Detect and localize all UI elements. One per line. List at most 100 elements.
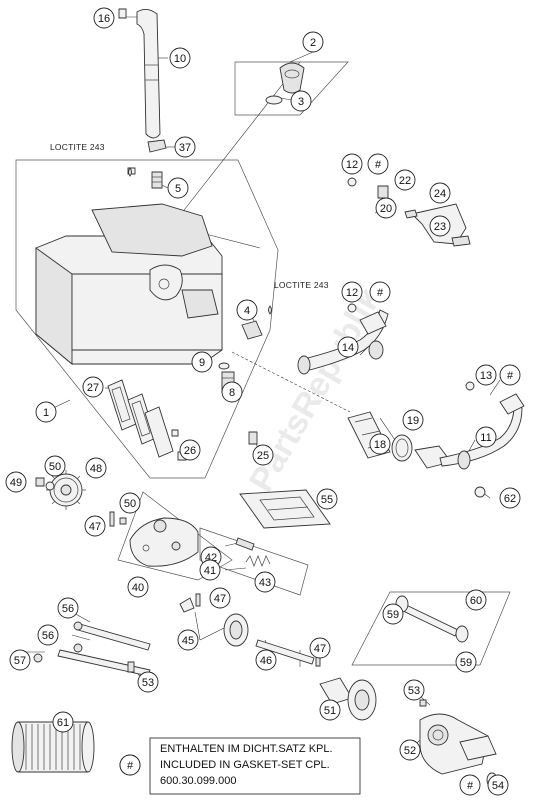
- hose-clamp-37: [147, 139, 167, 153]
- o-ring-19: [391, 434, 413, 462]
- washer-50b: [119, 517, 127, 525]
- callout-number: 20: [380, 203, 392, 215]
- callout-badge: [459, 774, 481, 796]
- callout-number: 53: [142, 677, 154, 689]
- callout-number: 50: [124, 498, 136, 510]
- washer-9: [218, 362, 230, 370]
- callout-badge: [369, 433, 391, 455]
- callout-number: 13: [480, 370, 492, 382]
- oil-filter-61: [11, 721, 95, 773]
- callout-number: 59: [387, 609, 399, 621]
- note-line-1: ENTHALTEN IM DICHT.SATZ KPL.: [160, 743, 333, 755]
- callout-badge: [209, 587, 231, 609]
- callout-number: 45: [182, 635, 194, 647]
- callout-badge: [35, 401, 57, 423]
- callout-number: 12: [346, 287, 358, 299]
- callout-badge: [394, 169, 416, 191]
- callout-number: 47: [314, 643, 326, 655]
- callout-number: 26: [184, 445, 196, 457]
- callout-badge: [499, 364, 521, 386]
- callout-badge: [57, 597, 79, 619]
- callout-number: 24: [434, 188, 446, 200]
- callout-number: 16: [98, 13, 110, 25]
- callout-badge: [429, 182, 451, 204]
- oil-pump-frame: [117, 491, 233, 581]
- callout-number: 49: [10, 477, 22, 489]
- callout-number: 46: [260, 655, 272, 667]
- reed-valves-27: [107, 379, 174, 458]
- callout-number: 50: [49, 461, 61, 473]
- callout-number: 61: [57, 717, 69, 729]
- callout-number: 51: [324, 705, 336, 717]
- callout-badge: [179, 439, 201, 461]
- callout-number: 47: [89, 521, 101, 533]
- callout-number: 18: [374, 439, 386, 451]
- callout-badge: [302, 31, 324, 53]
- callout-number: 14: [342, 342, 354, 354]
- callout-badge: [341, 281, 363, 303]
- callout-number: 23: [434, 221, 446, 233]
- callout-badge: [475, 364, 497, 386]
- gear-48: [46, 470, 86, 510]
- note-line-2: INCLUDED IN GASKET-SET CPL.: [160, 759, 330, 771]
- callout-badge: [367, 153, 389, 175]
- callout-badge: [127, 576, 149, 598]
- note-hash-badge: [119, 754, 141, 776]
- oil-tank: [35, 203, 223, 365]
- callout-number: 3: [298, 96, 304, 108]
- plunger-42: [235, 537, 255, 551]
- nut-49: [35, 477, 45, 487]
- callout-number: 62: [504, 493, 516, 505]
- callout-badge: [382, 603, 404, 625]
- callout-number: 22: [399, 175, 411, 187]
- callout-number: 27: [87, 382, 99, 394]
- callout-number: 25: [257, 450, 269, 462]
- callout-number: 41: [204, 565, 216, 577]
- callout-number: 11: [480, 432, 491, 444]
- callout-number: 56: [42, 630, 54, 642]
- callout-badge: [254, 571, 276, 593]
- screw-53b: [419, 699, 427, 707]
- callout-number: 1: [43, 407, 49, 419]
- callout-number: 52: [404, 745, 416, 757]
- callout-number: 48: [90, 463, 102, 475]
- note-line-3: 600.30.099.000: [160, 775, 236, 787]
- callout-badge: [475, 426, 497, 448]
- callout-badge: [191, 351, 213, 373]
- breather-hose-10: [136, 9, 161, 139]
- nut-62: [474, 486, 486, 498]
- oil-line-11: [414, 393, 525, 470]
- oil-line-14: [297, 309, 389, 375]
- callout-badge: [119, 492, 141, 514]
- callout-badge: [316, 488, 338, 510]
- callout-badge: [84, 515, 106, 537]
- callout-number: 8: [229, 387, 235, 399]
- callout-number: 53: [408, 685, 420, 697]
- callout-badge: [255, 649, 277, 671]
- callout-number: 12: [346, 159, 358, 171]
- callout-badge: [82, 376, 104, 398]
- loctite-label-1: LOCTITE 243: [50, 142, 105, 152]
- callout-badge: [44, 455, 66, 477]
- spring-41: [245, 555, 271, 567]
- callout-badge: [5, 471, 27, 493]
- callout-number: 59: [460, 657, 472, 669]
- shaft-left: [33, 621, 151, 677]
- callout-number: 43: [259, 577, 271, 589]
- fitting-4: [241, 320, 263, 340]
- callout-number: #: [375, 159, 382, 171]
- pump-cover-52: [419, 713, 497, 775]
- callout-badge: [169, 47, 191, 69]
- callout-badge: [341, 153, 363, 175]
- washer-12a: [347, 177, 357, 187]
- callout-badge: [465, 589, 487, 611]
- callout-badge: [174, 136, 196, 158]
- washer-13: [465, 381, 475, 391]
- callout-badge: [369, 281, 391, 303]
- gasket-note: # ENTHALTEN IM DICHT.SATZ KPL. INCLUDED …: [119, 737, 361, 795]
- callout-number: 37: [179, 142, 191, 154]
- callout-badge: [290, 90, 312, 112]
- callout-badge: [429, 215, 451, 237]
- shaft-frame: [351, 591, 511, 666]
